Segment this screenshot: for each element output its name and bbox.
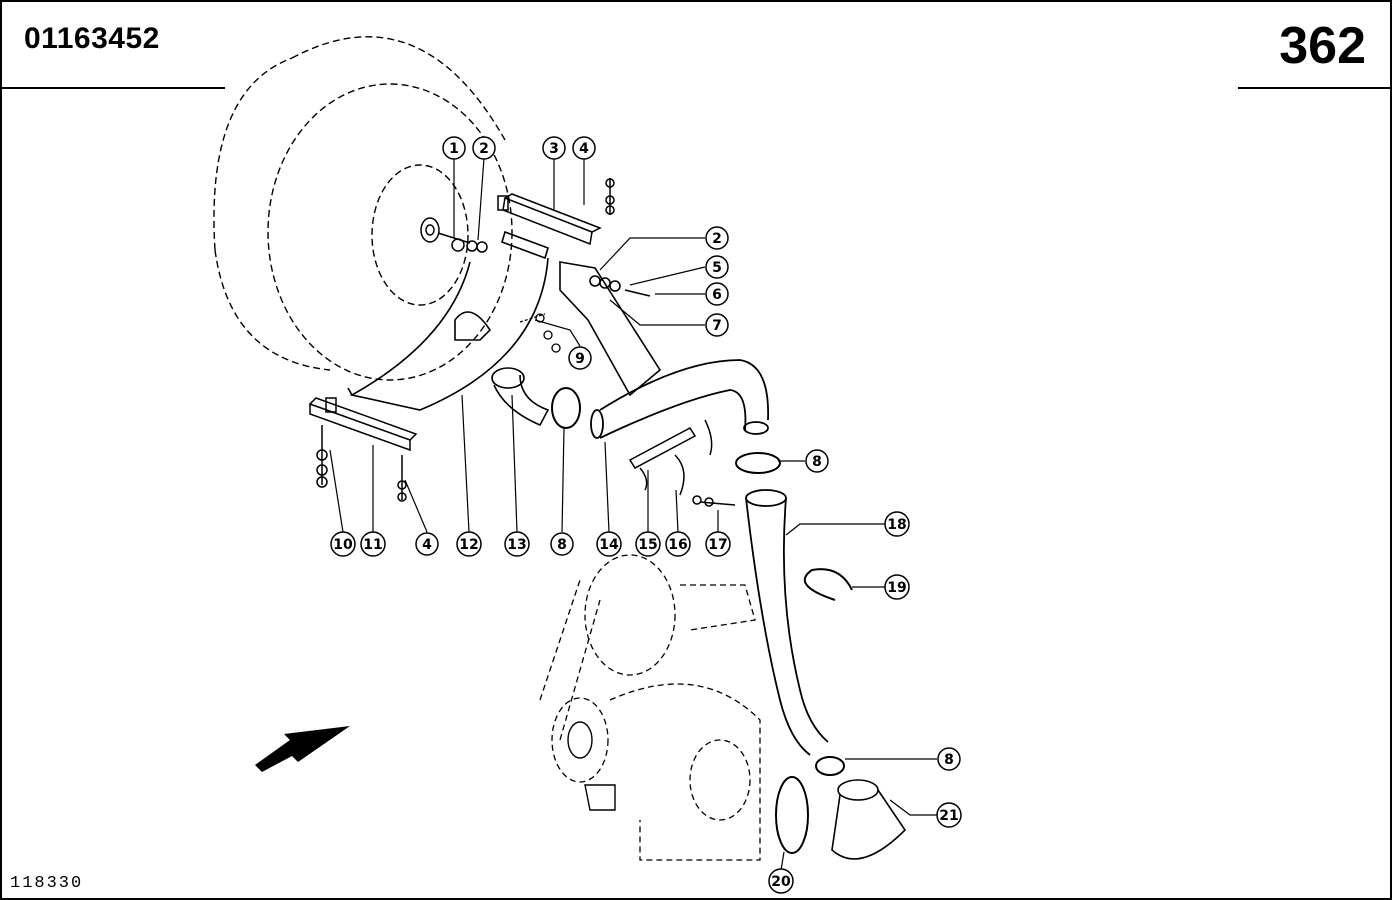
callout-label: 11	[363, 537, 382, 553]
cone-21	[831, 779, 907, 860]
callout-8-bottom-row: 8	[550, 532, 574, 556]
callout-label: 4	[579, 141, 589, 157]
callout-18: 18	[884, 511, 910, 537]
clamp-8-middle	[735, 452, 781, 474]
pipe-14	[590, 359, 769, 439]
document-number: 01163452	[24, 22, 160, 55]
callout-11: 11	[360, 531, 386, 557]
clamp-8-lower	[815, 756, 845, 776]
callout-2: 2	[472, 136, 496, 160]
callout-label: 6	[712, 287, 722, 303]
bracket-3	[497, 178, 615, 246]
callout-15: 15	[635, 531, 661, 557]
bolts-9	[519, 313, 561, 353]
callout-12: 12	[456, 531, 482, 557]
callout-14: 14	[596, 531, 622, 557]
callout-19: 19	[884, 574, 910, 600]
callout-3: 3	[542, 136, 566, 160]
callout-label: 5	[712, 260, 722, 276]
callout-1: 1	[442, 136, 466, 160]
callout-label: 16	[668, 537, 687, 553]
bracket-11	[308, 397, 418, 502]
saddles	[628, 419, 736, 507]
callout-16: 16	[665, 531, 691, 557]
callout-6: 6	[705, 282, 729, 306]
callout-8-lower-right: 8	[937, 747, 961, 771]
callout-label: 8	[944, 752, 954, 768]
callout-7: 7	[705, 313, 729, 337]
callout-label: 2	[479, 141, 489, 157]
callout-2-right: 2	[705, 226, 729, 250]
hose-18	[745, 489, 829, 756]
clamp-8-upper	[551, 387, 581, 429]
callout-label: 8	[557, 537, 567, 553]
callout-9: 9	[568, 346, 592, 370]
callout-8-upper-right: 8	[805, 449, 829, 473]
callout-label: 20	[771, 874, 791, 890]
callouts: 1 2 3 4 2 5 6 7 9 8 18 19 10 11 4 12 13 …	[330, 136, 962, 894]
fan-drum	[213, 36, 513, 381]
clamp-20	[775, 776, 809, 854]
callout-label: 19	[887, 580, 906, 596]
callout-label: 18	[887, 517, 906, 533]
callout-label: 7	[712, 318, 722, 334]
callout-17: 17	[705, 531, 731, 557]
callout-label: 12	[459, 537, 478, 553]
callout-label: 3	[549, 141, 559, 157]
page-number: 362	[1279, 17, 1366, 75]
callout-label: 17	[708, 537, 727, 553]
leader-lines	[329, 157, 937, 871]
callout-20: 20	[768, 868, 794, 894]
bracket-7	[559, 261, 662, 397]
engine-solid	[567, 721, 616, 811]
callout-label: 1	[449, 141, 459, 157]
callout-label: 10	[333, 537, 353, 553]
figure-code: 118330	[10, 874, 84, 893]
callout-5: 5	[705, 255, 729, 279]
callout-label: 8	[812, 454, 822, 470]
callout-10: 10	[330, 531, 356, 557]
callout-label: 2	[712, 231, 722, 247]
callout-label: 21	[939, 808, 958, 824]
callout-4-top: 4	[572, 136, 596, 160]
callout-label: 13	[507, 537, 526, 553]
callout-4-bottom: 4	[415, 532, 439, 556]
callout-13: 13	[504, 531, 530, 557]
callout-label: 4	[422, 537, 432, 553]
circlip-19	[803, 568, 853, 601]
elbow-13	[491, 367, 550, 427]
shroud-12	[347, 230, 549, 411]
callout-label: 15	[638, 537, 657, 553]
engine-dashed	[539, 554, 761, 861]
callout-label: 14	[599, 537, 619, 553]
callout-21: 21	[936, 802, 962, 828]
callout-label: 9	[575, 351, 585, 367]
direction-arrow-icon	[255, 726, 350, 772]
